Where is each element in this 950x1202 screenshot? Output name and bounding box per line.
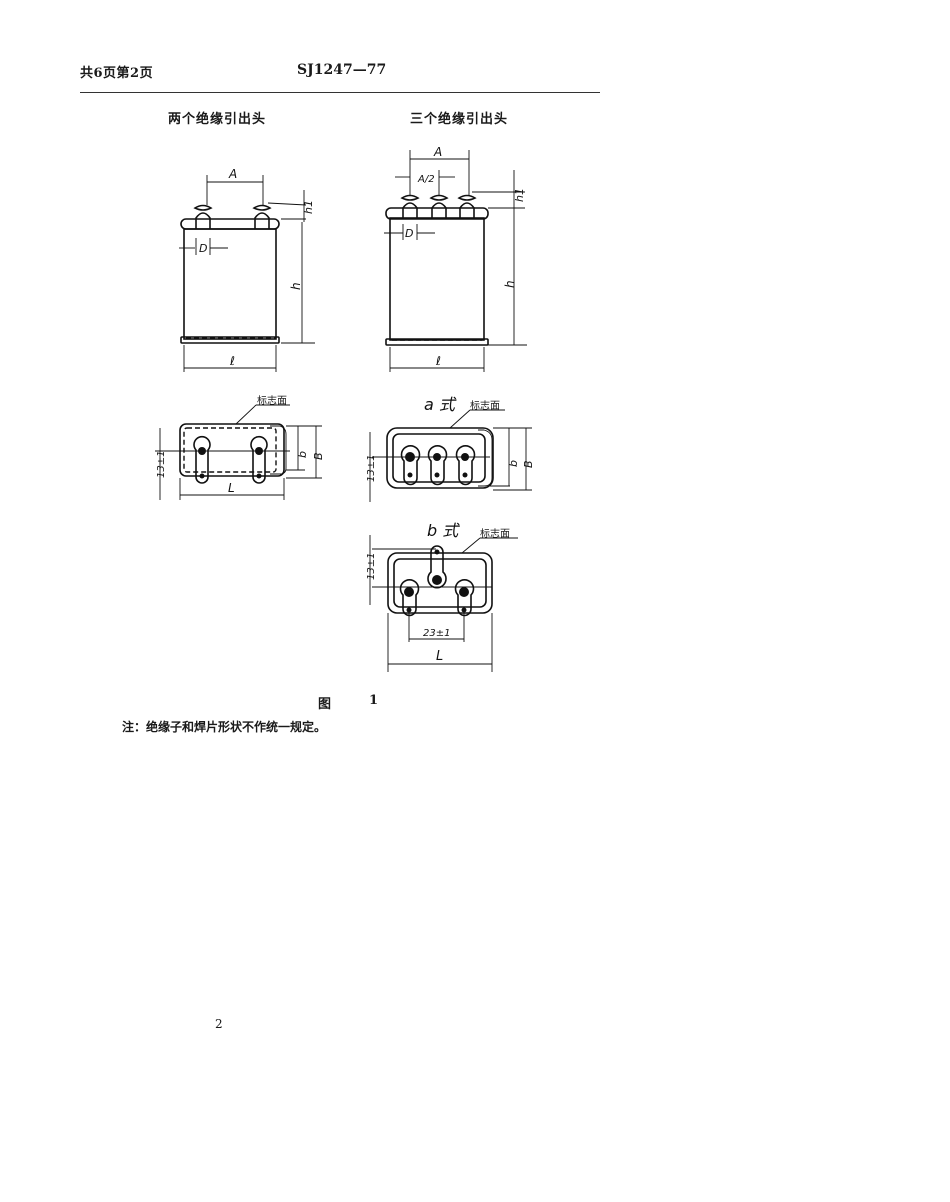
svg-text:h: h — [503, 280, 517, 288]
svg-text:b: b — [507, 460, 520, 467]
standard-code: SJ1247—77 — [297, 62, 387, 78]
solder-lug-icon — [250, 435, 268, 484]
solder-lug-icon — [399, 579, 420, 617]
dim-23-label: 23±1 — [423, 628, 450, 639]
svg-text:13±1: 13±1 — [156, 451, 167, 478]
figure-label: 图 — [318, 697, 332, 712]
figure-number: 1 — [369, 693, 379, 708]
terminal-post-icon — [429, 194, 449, 218]
type-a-top-view: 13±1 b B — [366, 409, 535, 502]
three-terminal-side-view: A A/2 h1 h D ℓ — [384, 145, 527, 372]
type-a-marking-label: 标志面 — [470, 401, 500, 412]
svg-text:13±1: 13±1 — [366, 553, 377, 580]
terminal-post-icon — [252, 204, 272, 229]
svg-text:b: b — [296, 451, 309, 458]
solder-lug-icon — [400, 445, 421, 486]
svg-text:h: h — [289, 282, 303, 290]
two-terminal-marking-label: 标志面 — [257, 396, 287, 407]
note-text: 注：绝缘子和焊片形状不作统一规定。 — [122, 720, 327, 734]
type-b-label: b 式 — [427, 521, 460, 540]
header-divider — [80, 92, 600, 93]
right-column-title: 三个绝缘引出头 — [410, 112, 509, 127]
left-column-title: 两个绝缘引出头 — [168, 112, 267, 127]
page-info: 共6页第2页 — [80, 66, 154, 81]
terminal-post-icon — [193, 204, 213, 229]
terminal-post-icon — [400, 194, 420, 218]
two-terminal-top-view: 13±1 b B L — [155, 404, 325, 500]
svg-text:B: B — [522, 460, 535, 468]
svg-text:D: D — [405, 227, 413, 240]
svg-text:h1: h1 — [302, 200, 315, 214]
solder-lug-icon — [427, 445, 448, 486]
svg-text:ℓ: ℓ — [229, 354, 235, 368]
svg-text:h1: h1 — [513, 188, 526, 202]
type-a-label: a 式 — [424, 395, 457, 414]
two-terminal-side-view: A h1 h D ℓ — [179, 167, 315, 372]
dim-A-label: A — [228, 167, 237, 181]
svg-text:B: B — [312, 452, 325, 460]
svg-text:ℓ: ℓ — [435, 354, 441, 368]
solder-lug-icon — [455, 445, 476, 486]
svg-text:13±1: 13±1 — [366, 455, 377, 482]
solder-lug-icon — [427, 545, 447, 589]
svg-text:D: D — [199, 242, 207, 255]
terminal-post-icon — [457, 194, 477, 218]
svg-text:L: L — [228, 481, 235, 495]
svg-text:A/2: A/2 — [417, 174, 435, 185]
svg-text:A: A — [433, 145, 442, 159]
solder-lug-icon — [454, 579, 475, 617]
type-b-top-view: 13±1 23±1 L — [366, 535, 518, 672]
page-number: 2 — [215, 1017, 223, 1031]
type-b-marking-label: 标志面 — [480, 529, 510, 540]
solder-lug-icon — [193, 435, 211, 484]
svg-text:L: L — [436, 649, 443, 664]
